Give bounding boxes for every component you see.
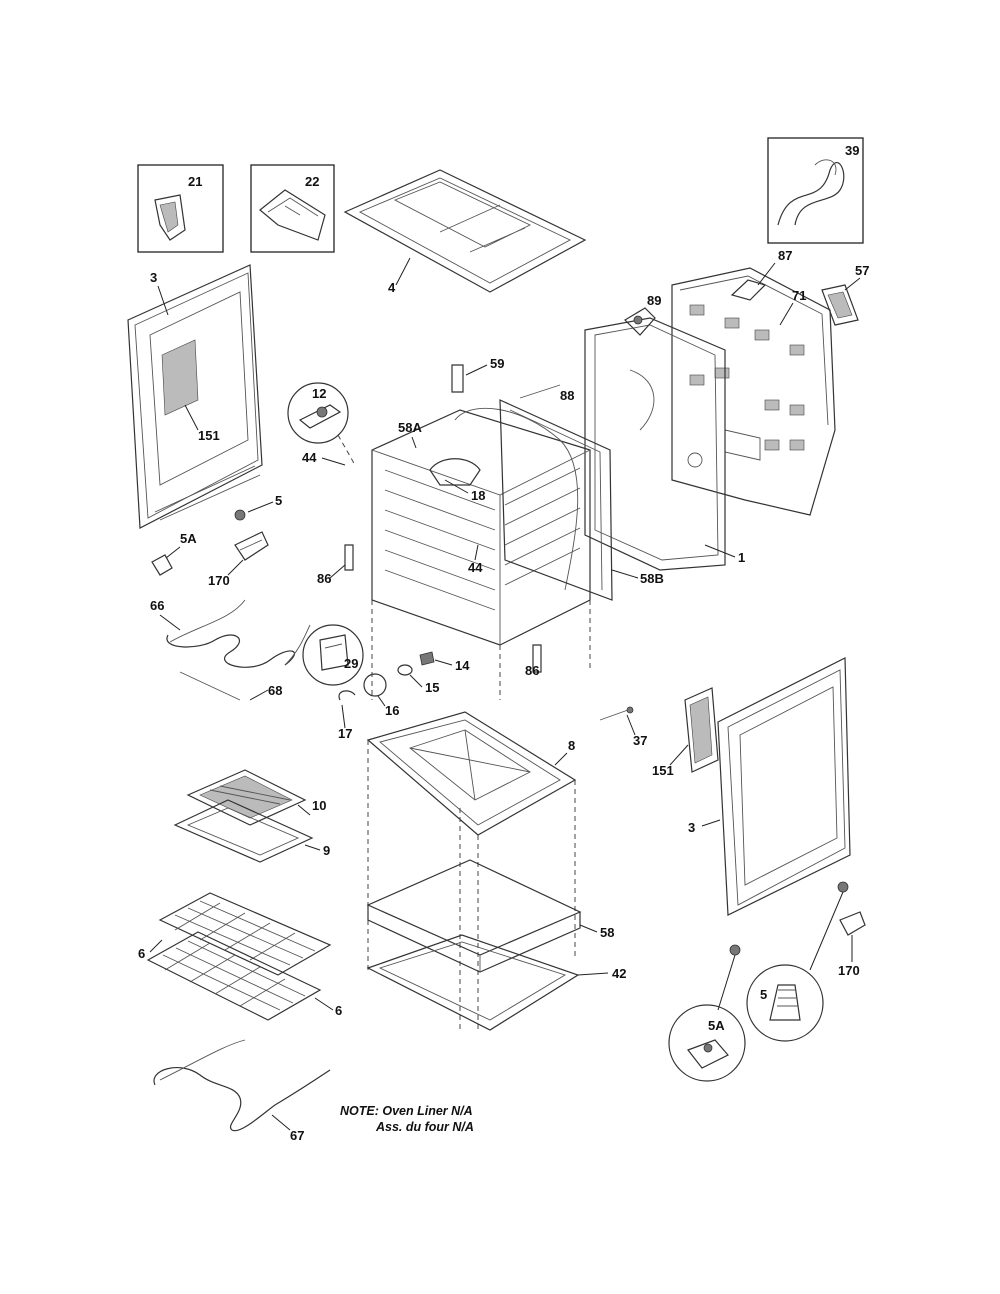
- part-9-broil-pan: 9: [173, 799, 330, 863]
- part-86-right: 86: [525, 644, 542, 678]
- part-59-pin: 59: [451, 356, 504, 393]
- part-58-bottom-insulation: 58: [366, 859, 614, 973]
- callout-3-right: 3: [688, 820, 695, 835]
- part-22-inset: 22: [250, 164, 335, 253]
- callout-37: 37: [633, 733, 647, 748]
- part-39-inset: 39: [767, 137, 864, 244]
- callout-9: 9: [323, 843, 330, 858]
- callout-4: 4: [388, 280, 396, 295]
- part-87-clip: 87: [730, 248, 792, 301]
- part-12-sensor: 12 44: [287, 382, 356, 466]
- part-86-left: 86: [317, 544, 354, 586]
- part-68-bracket: 68: [179, 671, 282, 701]
- callout-68: 68: [268, 683, 282, 698]
- callout-21: 21: [188, 174, 202, 189]
- part-3-right-door: 151 3: [652, 657, 851, 916]
- callout-170-left: 170: [208, 573, 230, 588]
- part-42-drawer-base: 42: [366, 934, 626, 1031]
- callout-88: 88: [560, 388, 574, 403]
- callout-44-top: 44: [302, 450, 317, 465]
- callout-59: 59: [490, 356, 504, 371]
- callout-151-right: 151: [652, 763, 674, 778]
- part-5A-foot-left: 5A: [151, 531, 197, 576]
- callout-6-lower: 6: [335, 1003, 342, 1018]
- part-66-broil-element: 66: [150, 598, 311, 668]
- note-line-1: NOTE: Oven Liner N/A: [340, 1104, 473, 1118]
- callout-5-right: 5: [760, 987, 767, 1002]
- callout-57: 57: [855, 263, 869, 278]
- part-5-leveler-left: 5: [234, 493, 282, 521]
- part-21-inset: 21: [137, 164, 224, 253]
- callout-17: 17: [338, 726, 352, 741]
- callout-67: 67: [290, 1128, 304, 1143]
- callout-86-left: 86: [317, 571, 331, 586]
- callout-6-upper: 6: [138, 946, 145, 961]
- part-14-socket: 14: [419, 651, 470, 673]
- callout-8: 8: [568, 738, 575, 753]
- callout-87: 87: [778, 248, 792, 263]
- part-89-bracket: 89: [624, 293, 661, 336]
- callout-44-mid: 44: [468, 560, 483, 575]
- part-170-bracket-left: 170: [208, 531, 269, 588]
- callout-14: 14: [455, 658, 470, 673]
- part-58B-insulation: 58B: [499, 399, 664, 601]
- part-4-top-frame: 4: [343, 169, 587, 295]
- part-58A-oven-cavity: 58A 18 44: [371, 407, 591, 700]
- part-5-leveler-right: 5: [746, 881, 849, 1042]
- part-5A-foot-right: 5A: [668, 944, 746, 1082]
- callout-58B: 58B: [640, 571, 664, 586]
- callout-16: 16: [385, 703, 399, 718]
- callout-89: 89: [647, 293, 661, 308]
- part-15-bulb: 15: [397, 664, 439, 695]
- part-37-screw: 37: [599, 706, 647, 748]
- part-8-top-frame: 8: [366, 711, 577, 1030]
- callout-3-left: 3: [150, 270, 157, 285]
- callout-58: 58: [600, 925, 614, 940]
- callout-71: 71: [792, 288, 806, 303]
- part-71-back-panel: 71: [671, 267, 836, 516]
- part-17-clip: 17: [338, 690, 356, 741]
- callout-170-right: 170: [838, 963, 860, 978]
- callout-1: 1: [738, 550, 745, 565]
- note-line-2: Ass. du four N/A: [375, 1120, 474, 1134]
- part-6-oven-racks: 6 6: [138, 892, 342, 1021]
- callout-29: 29: [344, 656, 358, 671]
- part-1-rear-frame: 1: [584, 317, 745, 571]
- callout-42: 42: [612, 966, 626, 981]
- callout-58A: 58A: [398, 420, 422, 435]
- callout-12: 12: [312, 386, 326, 401]
- callout-66: 66: [150, 598, 164, 613]
- part-29-switch: 29: [302, 624, 364, 686]
- part-3-left-door: 3 151: [127, 264, 263, 529]
- callout-5A-left: 5A: [180, 531, 197, 546]
- callout-86-right: 86: [525, 663, 539, 678]
- callout-39: 39: [845, 143, 859, 158]
- callout-5-left: 5: [275, 493, 282, 508]
- callout-18: 18: [471, 488, 485, 503]
- callout-5A-right: 5A: [708, 1018, 725, 1033]
- part-67-bake-element: 67: [153, 1039, 331, 1143]
- part-170-bracket-right: 170: [838, 911, 866, 978]
- callout-22: 22: [305, 174, 319, 189]
- part-88-wire: 88: [519, 384, 574, 403]
- callout-15: 15: [425, 680, 439, 695]
- callout-151-left: 151: [198, 428, 220, 443]
- part-16-lens: 16: [363, 673, 399, 718]
- part-57-label: 57: [821, 263, 869, 326]
- part-10-broil-insert: 10: [186, 769, 326, 826]
- callout-10: 10: [312, 798, 326, 813]
